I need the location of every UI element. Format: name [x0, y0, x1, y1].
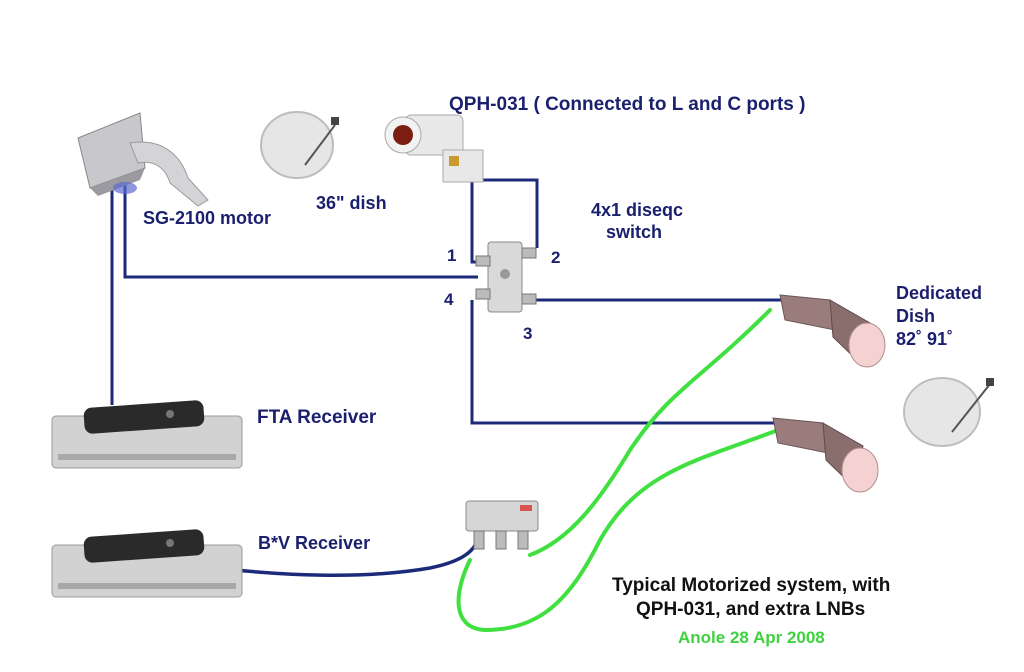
qph-title-label: QPH-031 ( Connected to L and C ports ): [449, 94, 806, 115]
receiver-icon: [51, 400, 243, 469]
motor-icon: [77, 112, 209, 207]
green-cable-upper-lnb: [528, 308, 772, 557]
dish-icon: [260, 111, 339, 179]
switch-label-line2: switch: [606, 222, 663, 242]
dish36-label: 36" dish: [316, 193, 387, 213]
lnb-icon: [384, 114, 484, 183]
port-1-label: 1: [447, 246, 457, 265]
cable-bv-to-splitter: [214, 529, 480, 577]
lnb-icon: [772, 417, 879, 493]
port-2-label: 2: [551, 248, 561, 267]
fta-receiver-label: FTA Receiver: [257, 407, 377, 428]
dedicated-label-line1: Dedicated: [896, 283, 983, 303]
port-3-label: 3: [523, 324, 533, 343]
switch-label-line1: 4x1 diseqc: [591, 200, 684, 220]
dedicated-label-line2: Dish: [896, 306, 936, 326]
credit-label: Anole 28 Apr 2008: [678, 628, 825, 647]
receiver-icon: [51, 529, 243, 598]
caption-line1: Typical Motorized system, with: [612, 575, 891, 596]
cable-qph-to-port2: [478, 178, 539, 248]
splitter-icon: [465, 500, 539, 550]
caption-line2: QPH-031, and extra LNBs: [636, 599, 866, 620]
port-4-label: 4: [444, 290, 454, 309]
motor-label: SG-2100 motor: [143, 208, 272, 228]
bv-receiver-label: B*V Receiver: [258, 533, 371, 553]
green-cable-lower-lnb: [456, 428, 780, 633]
dish-icon: [903, 377, 994, 447]
dedicated-label-line3: 82˚ 91˚: [896, 329, 954, 349]
cable-port4-to-lower-lnb: [470, 300, 778, 425]
cable-motor-to-switch: [123, 180, 478, 279]
lnb-icon: [779, 294, 886, 368]
diseqc-switch-icon: [475, 241, 537, 313]
